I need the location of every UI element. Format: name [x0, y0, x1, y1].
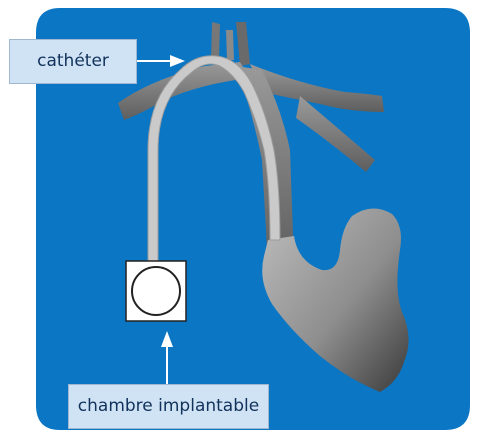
catheter-label-text: cathéter	[37, 53, 109, 70]
chamber-label-text: chambre implantable	[78, 398, 259, 415]
catheter-label: cathéter	[9, 39, 137, 84]
implantable-port	[126, 261, 186, 321]
port-circle	[132, 267, 180, 315]
chamber-label: chambre implantable	[68, 384, 269, 429]
